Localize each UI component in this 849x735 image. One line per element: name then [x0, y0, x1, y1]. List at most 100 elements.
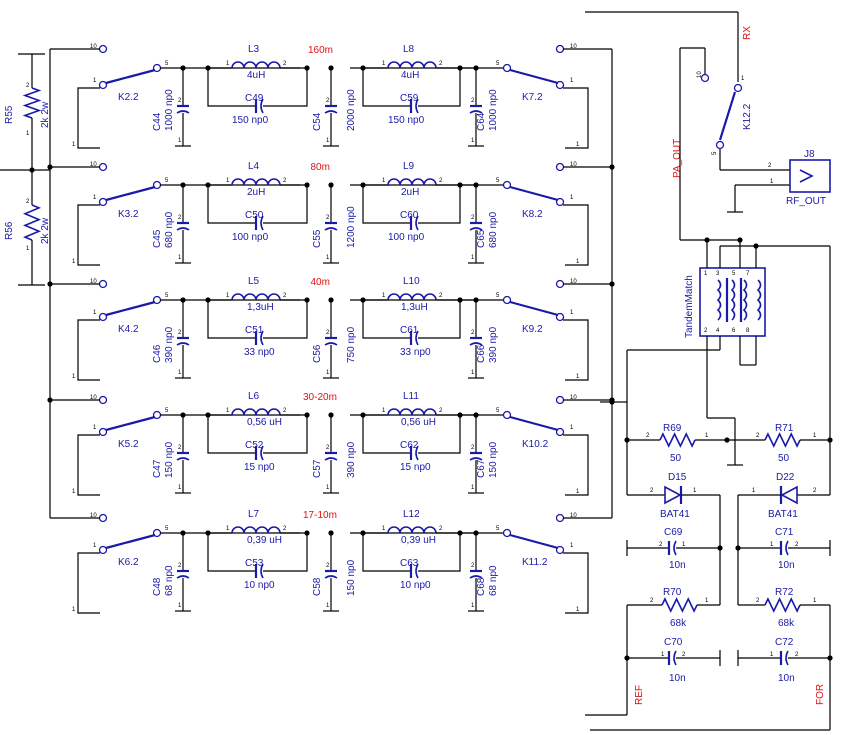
- pin-number: 6: [732, 328, 736, 334]
- relay-return: [563, 552, 589, 614]
- resistor-ref: R56: [4, 221, 15, 240]
- pin-number: 10: [90, 395, 97, 401]
- inductor-ref: L6: [248, 391, 260, 402]
- capacitor-ref: C72: [775, 637, 794, 648]
- diode-triangle: [780, 485, 798, 505]
- pin-number: 1: [326, 255, 330, 261]
- pin-number: 10: [90, 44, 97, 50]
- capacitor-plate-curved: [176, 575, 190, 579]
- relay-arm: [105, 415, 156, 432]
- pin-number: 1: [576, 259, 580, 265]
- transformer-winding: [742, 279, 748, 321]
- pin-number: 2: [795, 542, 799, 548]
- band-label: 30-20m: [303, 392, 337, 403]
- capacitor-plate-curved: [176, 227, 190, 231]
- pin-number: 1: [226, 61, 230, 67]
- pin-number: 10: [570, 279, 577, 285]
- capacitor-plate-curved: [415, 98, 419, 114]
- pin-number: 1: [226, 526, 230, 532]
- relay-label: K9.2: [522, 324, 543, 335]
- pin-number: 2: [650, 598, 654, 604]
- pin-number: 1: [570, 78, 574, 84]
- capacitor-value: 68 np0: [164, 565, 175, 596]
- inductor-coil: [387, 526, 437, 534]
- pin-number: 1: [226, 178, 230, 184]
- connector-label: RF_OUT: [786, 196, 826, 207]
- pin-number: 1: [704, 271, 708, 277]
- pin-number: 2: [178, 563, 182, 569]
- pin-number: 1: [570, 543, 574, 549]
- capacitor-value: 100 np0: [232, 232, 269, 243]
- capacitor-plate-curved: [260, 215, 264, 231]
- relay-label: K6.2: [118, 557, 139, 568]
- capacitor-ref: C69: [664, 527, 683, 538]
- pin-number: 5: [165, 293, 169, 299]
- relay-arm: [509, 68, 559, 85]
- capacitor-ref: C67: [476, 459, 487, 478]
- capacitor-ref: C48: [152, 577, 163, 596]
- junction-dot: [624, 655, 630, 661]
- inductor-coil: [231, 408, 281, 416]
- pin-number: 1: [705, 598, 709, 604]
- pin-number: 1: [26, 131, 30, 137]
- relay-contact: [555, 44, 565, 54]
- pin-number: 1: [705, 433, 709, 439]
- connector-body: [789, 159, 831, 193]
- resistor-ref: R70: [663, 587, 682, 598]
- relay-contact: [502, 410, 512, 420]
- relay-return: [77, 319, 100, 381]
- pin-number: 1: [471, 370, 475, 376]
- capacitor-plate-curved: [469, 227, 483, 231]
- wire: [418, 415, 461, 454]
- capacitor-value: 10n: [778, 560, 795, 571]
- pin-number: 2: [768, 163, 772, 169]
- capacitor-value: 390 np0: [346, 441, 357, 478]
- capacitor-ref: C47: [152, 459, 163, 478]
- inductor-value: 1,3uH: [401, 302, 428, 313]
- relay-label: K11.2: [522, 557, 548, 568]
- pin-number: 1: [570, 195, 574, 201]
- transformer-winding: [756, 279, 762, 321]
- pin-number: 2: [178, 215, 182, 221]
- resistor-value: 50: [778, 453, 790, 464]
- resistor-ref: R72: [775, 587, 794, 598]
- wire: [362, 415, 410, 454]
- relay-contact: [555, 513, 565, 523]
- resistor-value: 2k 2w: [40, 101, 51, 128]
- band-label: 160m: [308, 45, 333, 56]
- relay-contact: [98, 279, 108, 289]
- wire: [207, 68, 255, 107]
- relay-contact: [555, 162, 565, 172]
- pin-number: 2: [178, 330, 182, 336]
- wire: [263, 533, 308, 572]
- relay-contact: [98, 545, 108, 555]
- capacitor-ref: C54: [312, 112, 323, 131]
- pin-number: 2: [704, 328, 708, 334]
- capacitor-ref: C55: [312, 229, 323, 248]
- relay-label: K4.2: [118, 324, 139, 335]
- capacitor-plate-curved: [260, 98, 264, 114]
- relay-contact: [98, 162, 108, 172]
- pin-number: 1: [178, 485, 182, 491]
- relay-contact: [555, 80, 565, 90]
- inductor-ref: L4: [248, 161, 260, 172]
- wire: [207, 185, 255, 224]
- pin-number: 1: [326, 138, 330, 144]
- relay-label: K8.2: [522, 209, 543, 220]
- capacitor-plate-curved: [469, 457, 483, 461]
- relay-arm: [509, 300, 559, 317]
- capacitor-plate-curved: [469, 575, 483, 579]
- capacitor-plate-curved: [260, 563, 264, 579]
- pin-number: 10: [697, 71, 703, 78]
- relay-label: K10.2: [522, 439, 549, 450]
- resistor-value: 68k: [778, 618, 795, 629]
- relay-return: [563, 434, 589, 496]
- inductor-coil: [387, 61, 437, 69]
- pin-number: 5: [496, 178, 500, 184]
- pin-number: 1: [93, 425, 97, 431]
- capacitor-plate-curved: [324, 457, 338, 461]
- pin-number: 10: [570, 395, 577, 401]
- pin-number: 1: [382, 526, 386, 532]
- pin-number: 1: [661, 652, 665, 658]
